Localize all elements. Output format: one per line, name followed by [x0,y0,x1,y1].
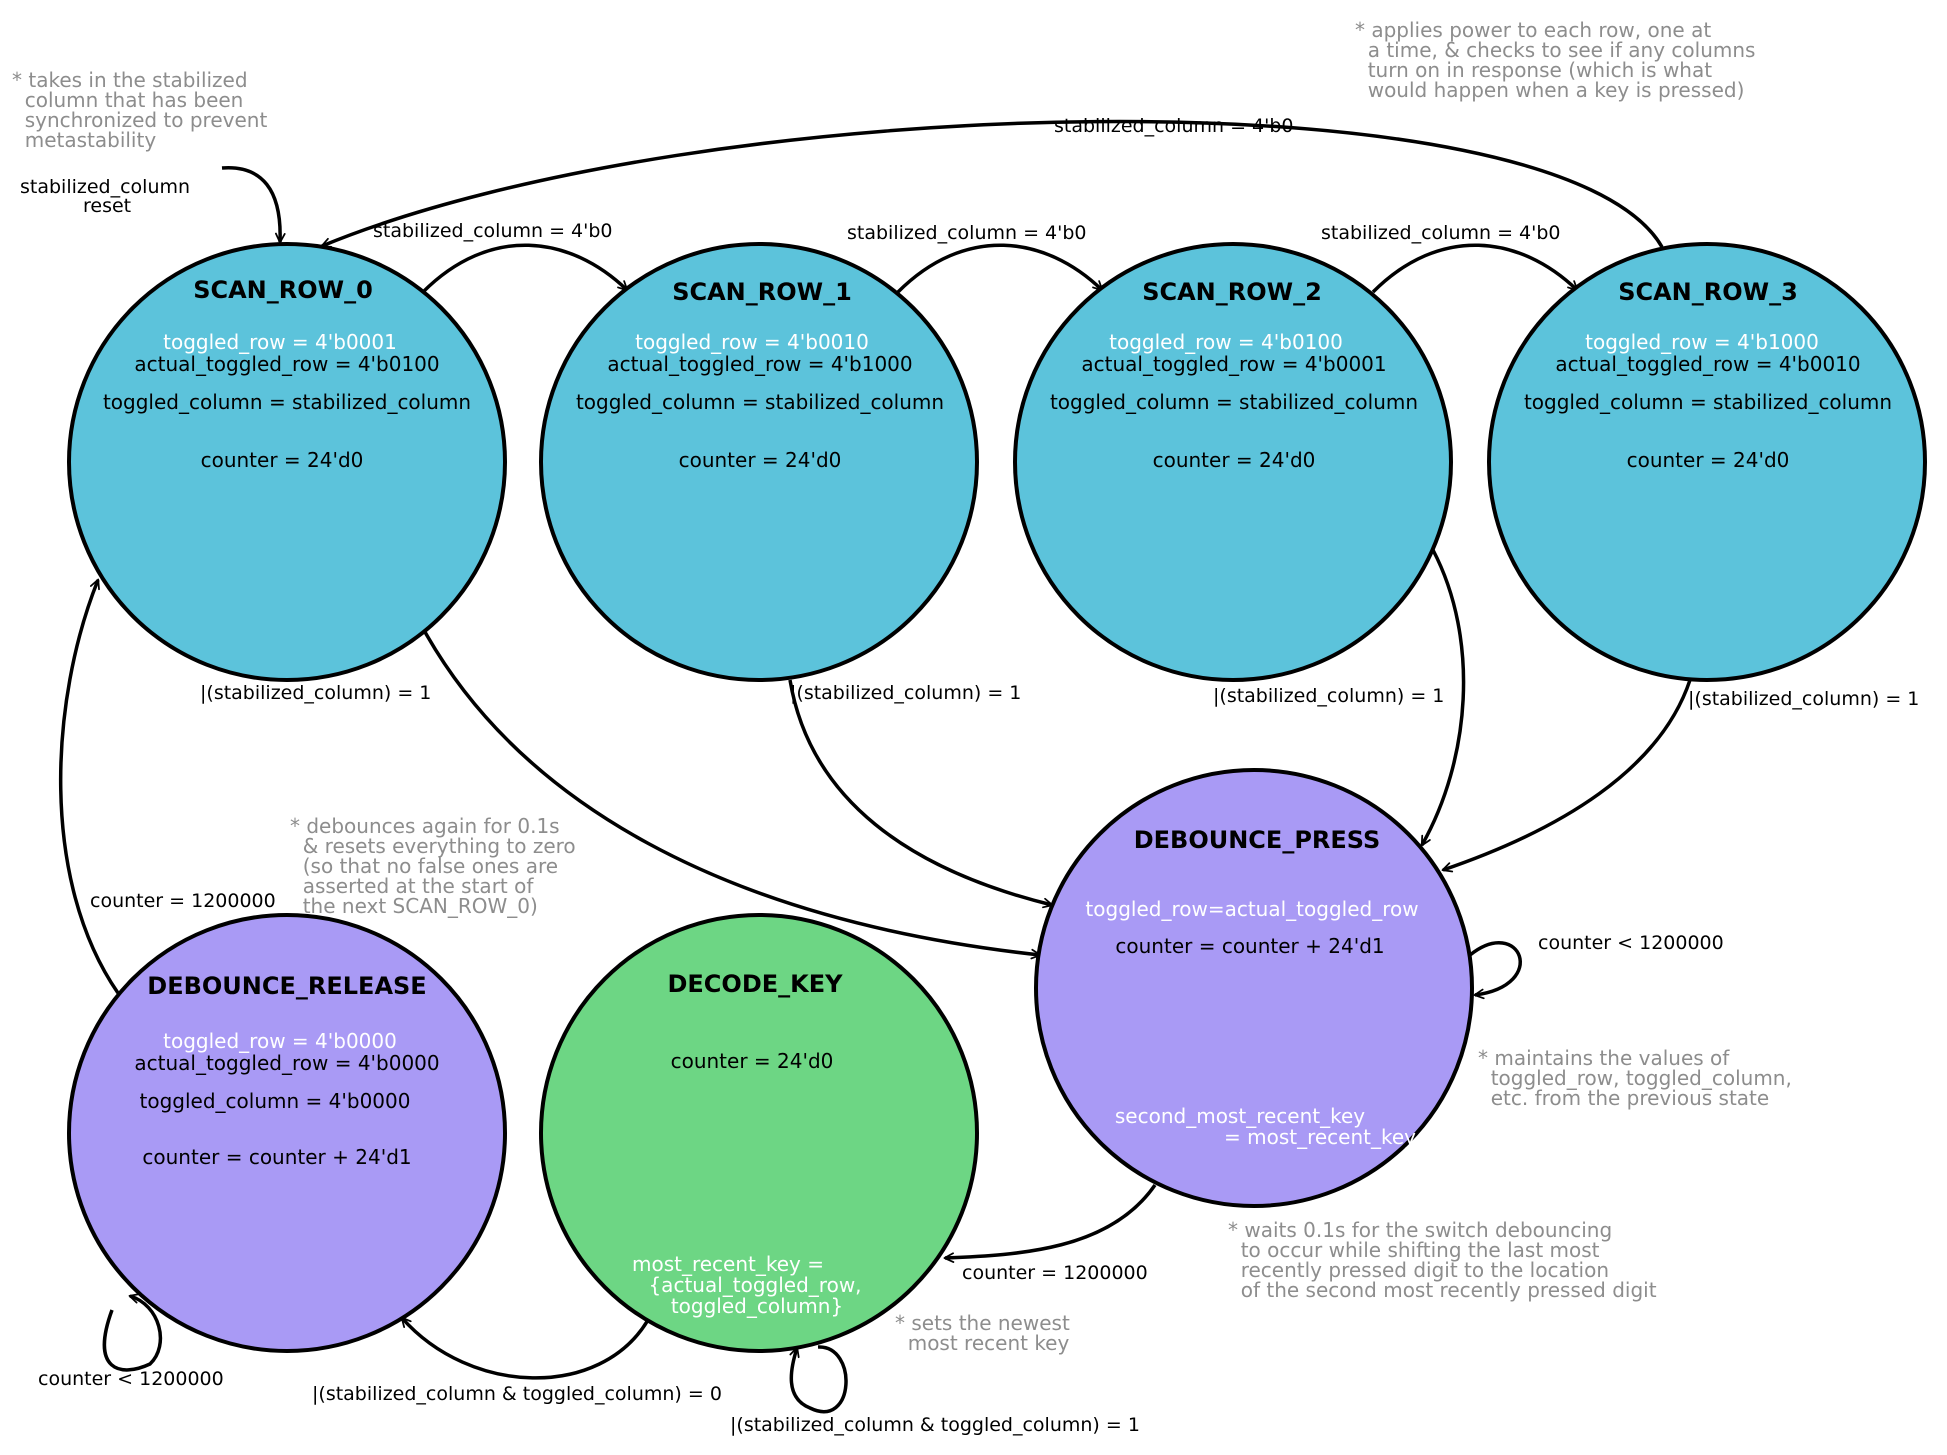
action-most-recent-key: most_recent_key = [631,1252,825,1276]
edge-row1-to-press [788,679,1054,909]
note-debounce-release: * debounces again for 0.1s & resets ever… [290,814,576,918]
action-actual-toggled-row: actual_toggled_row = 4'b0010 [1555,352,1861,376]
state-decode-key [539,913,979,1353]
note-stabilized-column: * takes in the stabilized column that ha… [12,68,268,152]
note-scan-rows: * applies power to each row, one at a ti… [1355,18,1756,102]
action-toggled-row: toggled_row = 4'b0000 [163,1029,397,1053]
state-debounce-press [1034,768,1474,1208]
edge-press-to-decode [943,1184,1157,1263]
state-title-scan-row-0: SCAN_ROW_0 [193,276,373,304]
transition-label-row0-to-row1: stabilized_column = 4'b0 [373,220,613,242]
state-title-scan-row-2: SCAN_ROW_2 [1142,278,1322,306]
action-counter: counter = counter + 24'd1 [142,1145,412,1169]
state-title-debounce-release: DEBOUNCE_RELEASE [147,972,427,1000]
note-debounce-press-maintain: * maintains the values of toggled_row, t… [1478,1046,1792,1110]
action-toggled-row: toggled_row = 4'b1000 [1585,330,1819,354]
edge-reset [221,166,286,244]
state-scan-row-1 [539,242,979,682]
transition-label-release-self: counter < 1200000 [38,1368,224,1390]
note-decode-key: * sets the newest most recent key [895,1311,1070,1355]
edge-row0-to-press [423,631,1042,960]
transition-label-reset: reset [83,195,132,217]
edge-row3-to-press [1441,679,1692,873]
action-toggled-row: toggled_row=actual_toggled_row [1085,897,1419,921]
action-toggled-row: toggled_row = 4'b0100 [1109,330,1343,354]
note-debounce-press-wait: * waits 0.1s for the switch debouncing t… [1228,1218,1657,1302]
action-toggled-column: toggled_column = stabilized_column [1049,390,1419,414]
state-debounce-release [67,913,507,1353]
action-toggled-row: toggled_row = 4'b0001 [163,330,397,354]
action-actual-toggled-row: actual_toggled_row = 4'b0001 [1081,352,1387,376]
transition-label-decode-to-release: |(stabilized_column & toggled_column) = … [312,1383,722,1405]
state-title-scan-row-1: SCAN_ROW_1 [672,278,852,306]
edge-release-self [102,1293,163,1372]
transition-label-reset-signal: stabilized_column [20,176,191,198]
edge-row2-to-row3 [1371,243,1579,294]
state-scan-row-2 [1013,242,1453,682]
action-counter: counter = 24'd0 [1626,448,1790,472]
edge-decode-self [789,1345,848,1414]
action-most-recent-key-row: {actual_toggled_row, [648,1273,862,1297]
action-counter: counter = 24'd0 [670,1049,834,1073]
state-scan-row-0 [67,242,507,682]
action-counter: counter = 24'd0 [1152,448,1316,472]
transition-label-press-self: counter < 1200000 [1538,932,1724,954]
action-second-most-recent-key: second_most_recent_key [1114,1104,1366,1128]
transition-label-row1-to-press: |(stabilized_column) = 1 [790,682,1022,704]
action-counter: counter = 24'd0 [200,448,364,472]
action-toggled-column: toggled_column = stabilized_column [575,390,945,414]
edge-row3-to-row0 [320,119,1664,248]
edge-row1-to-row2 [896,243,1104,294]
edge-row0-to-row1 [421,243,629,294]
edge-row2-to-press [1420,549,1466,847]
state-scan-row-3 [1487,242,1927,682]
edge-press-self [1468,941,1522,1000]
edge-release-to-row0 [59,578,120,994]
action-actual-toggled-row: actual_toggled_row = 4'b1000 [607,352,913,376]
action-toggled-column: toggled_column = stabilized_column [1523,390,1893,414]
transition-label-release-to-row0: counter = 1200000 [90,890,276,912]
transition-label-row2-to-row3: stabilized_column = 4'b0 [1321,222,1561,244]
transition-label-decode-self: |(stabilized_column & toggled_column) = … [730,1414,1140,1436]
transition-label-row1-to-row2: stabilized_column = 4'b0 [847,222,1087,244]
action-toggled-column: toggled_column = 4'b0000 [139,1089,411,1113]
action-counter: counter = 24'd0 [678,448,842,472]
action-second-most-recent-key-value: = most_recent_key [1223,1125,1417,1149]
action-counter: counter = counter + 24'd1 [1115,934,1385,958]
action-toggled-column: toggled_column = stabilized_column [102,390,472,414]
action-most-recent-key-column: toggled_column} [670,1294,844,1318]
transition-label-row0-to-press: |(stabilized_column) = 1 [200,682,432,704]
edge-decode-to-release [400,1316,650,1380]
action-actual-toggled-row: actual_toggled_row = 4'b0100 [134,352,440,376]
state-title-decode-key: DECODE_KEY [667,970,843,998]
action-toggled-row: toggled_row = 4'b0010 [635,330,869,354]
transition-label-row3-to-row0: stabilized_column = 4'b0 [1054,115,1294,137]
state-title-debounce-press: DEBOUNCE_PRESS [1133,826,1381,854]
action-actual-toggled-row: actual_toggled_row = 4'b0000 [134,1051,440,1075]
transition-label-row3-to-press: |(stabilized_column) = 1 [1688,688,1920,710]
state-title-scan-row-3: SCAN_ROW_3 [1618,278,1798,306]
transition-label-press-to-decode: counter = 1200000 [962,1262,1148,1284]
transition-label-row2-to-press: |(stabilized_column) = 1 [1213,685,1445,707]
